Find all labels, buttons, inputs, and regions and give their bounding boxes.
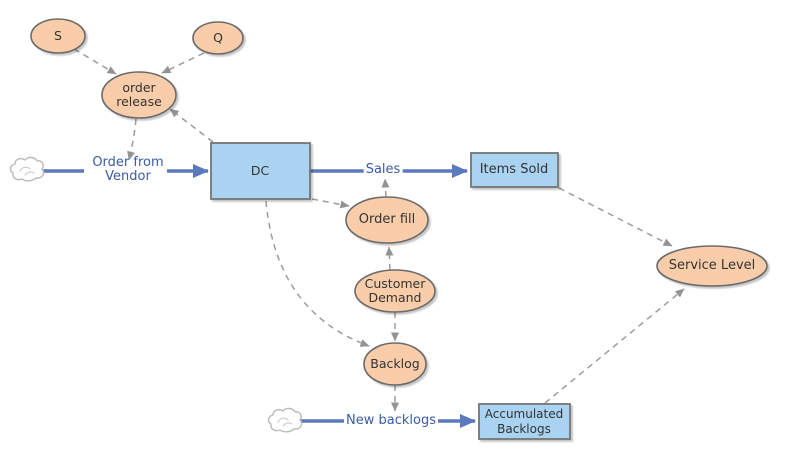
stock-dc-shape[interactable] bbox=[210, 142, 311, 200]
node-customer-demand-label: Customer Demand bbox=[364, 276, 426, 305]
node-s-label: S bbox=[54, 28, 62, 43]
node-order-fill-label: Order fill bbox=[358, 212, 416, 227]
node-backlog-label: Backlog bbox=[370, 356, 420, 371]
node-s-shape[interactable] bbox=[30, 18, 86, 54]
node-order-fill-shape[interactable] bbox=[345, 196, 429, 244]
link-dc-to-order-fill[interactable] bbox=[311, 198, 350, 209]
node-order-release-label: order release bbox=[116, 80, 162, 109]
cloud-backlog-source-icon[interactable] bbox=[267, 407, 303, 433]
stock-dc-label: DC bbox=[250, 163, 270, 178]
link-items-sold-to-service-level[interactable] bbox=[558, 187, 673, 247]
stock-items-sold-shape[interactable] bbox=[470, 152, 559, 188]
node-backlog-shape[interactable] bbox=[363, 342, 427, 386]
stock-accumulated-backlogs-shape[interactable] bbox=[478, 403, 571, 440]
node-service-level-label: Service Level bbox=[668, 258, 756, 273]
link-order-fill-to-sales[interactable] bbox=[381, 178, 390, 198]
flow-order-from-vendor-label[interactable]: Order from Vendor bbox=[92, 155, 164, 184]
stock-accumulated-backlogs-label: Accumulated Backlogs bbox=[484, 407, 564, 436]
link-dc-to-backlog[interactable] bbox=[265, 200, 370, 347]
node-order-release-shape[interactable] bbox=[101, 71, 177, 119]
node-customer-demand-shape[interactable] bbox=[354, 269, 436, 313]
cloud-order-source-icon[interactable] bbox=[9, 156, 45, 182]
link-customer-demand-to-order-fill[interactable] bbox=[385, 246, 394, 271]
stock-items-sold-label: Items Sold bbox=[479, 162, 549, 177]
link-dc-to-order-release[interactable] bbox=[169, 108, 214, 143]
node-service-level-shape[interactable] bbox=[656, 245, 768, 287]
node-q-label: Q bbox=[213, 30, 223, 45]
link-accumulated-backlogs-to-service-level[interactable] bbox=[544, 288, 685, 404]
link-order-release-to-order-from-vendor[interactable] bbox=[127, 118, 137, 161]
flow-new-backlogs-label[interactable]: New backlogs bbox=[344, 413, 438, 428]
link-q-to-order-release[interactable] bbox=[161, 52, 205, 74]
flow-sales-label[interactable]: Sales bbox=[363, 162, 403, 177]
link-s-to-order-release[interactable] bbox=[73, 48, 117, 75]
node-q-shape[interactable] bbox=[192, 21, 244, 55]
